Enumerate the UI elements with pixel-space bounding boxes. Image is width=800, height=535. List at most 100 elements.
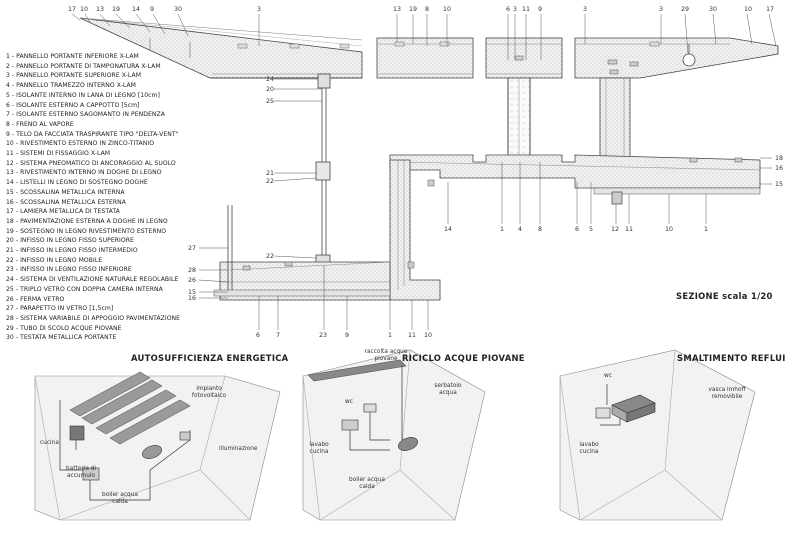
callout-number: 21 (266, 170, 275, 177)
callout-number: 14 (132, 6, 141, 13)
legend-item: 6 - ISOLANTE ESTERNO A CAPPOTTO [5cm] (6, 101, 140, 109)
callout-number: 14 (444, 226, 453, 233)
callout-number: 10 (744, 6, 753, 13)
callout-number: 6 (506, 6, 511, 13)
diagram-label: wc (604, 373, 612, 379)
callout-number: 13 (96, 6, 105, 13)
panel-rainwater (302, 349, 486, 521)
diagram-label: cucina (40, 440, 59, 446)
legend-item: 30 - TESTATA METALLICA PORTANTE (6, 334, 117, 342)
callout-number: 15 (775, 181, 784, 188)
diagram-label: serbatoio acqua (434, 383, 462, 396)
callout-number: 11 (408, 332, 417, 339)
callout-number: 8 (538, 226, 543, 233)
panel-title-energy: AUTOSUFFICIENZA ENERGETICA (131, 353, 289, 363)
legend-item: 19 - SOSTEGNO IN LEGNO RIVESTIMENTO ESTE… (6, 227, 167, 235)
roof-left (79, 17, 363, 79)
diagram-label: impianto fotovoltaico (191, 386, 227, 399)
legend-list: 1 - PANNELLO PORTANTE INFERIORE X-LAM 2 … (6, 52, 206, 343)
diagram-label: lavabo cucina (579, 442, 599, 455)
roof-right (574, 37, 779, 79)
callout-number: 15 (188, 289, 197, 296)
diagram-label: batteria di accumulo (65, 466, 97, 479)
callout-number: 1 (704, 226, 709, 233)
callout-number: 13 (393, 6, 402, 13)
callout-number: 10 (665, 226, 674, 233)
section-drawing (79, 17, 779, 301)
legend-item: 3 - PANNELLO PORTANTE SUPERIORE X-LAM (6, 72, 142, 80)
callout-number: 9 (150, 6, 155, 13)
legend-item: 20 - INFISSO IN LEGNO FISSO SUPERIORE (6, 237, 134, 245)
callout-number: 22 (266, 253, 275, 260)
window-assembly (315, 73, 331, 266)
wall-right-core (599, 61, 639, 163)
diagram-label: illuminazione (219, 446, 258, 452)
callout-number: 24 (266, 76, 275, 83)
legend-item: 26 - FERMA VETRO (6, 295, 65, 303)
diagram-label: raccolta acque piovane (364, 349, 408, 362)
callout-number: 30 (174, 6, 183, 13)
legend-item: 4 - PANNELLO TRAMEZZO INTERNO X-LAM (6, 82, 136, 90)
panel-waste (559, 349, 756, 521)
legend-item: 18 - PAVIMENTAZIONE ESTERNA A DOGHE IN L… (6, 217, 168, 225)
legend-item: 15 - SCOSSALINA METALLICA INTERNA (6, 188, 125, 196)
callout-number: 9 (538, 6, 543, 13)
callout-number: 6 (575, 226, 580, 233)
callout-number: 1 (500, 226, 505, 233)
legend-item: 13 - RIVESTIMENTO INTERNO IN DOGHE DI LE… (6, 169, 162, 177)
callout-number: 27 (188, 245, 197, 252)
diagram-label: vasca imhoff removibile (708, 387, 746, 400)
legend-item: 1 - PANNELLO PORTANTE INFERIORE X-LAM (6, 53, 139, 60)
panel-title-rainwater: RICICLO ACQUE PIOVANE (402, 353, 525, 363)
callout-number: 19 (112, 6, 121, 13)
legend-item: 14 - LISTELLI IN LEGNO DI SOSTEGNO DOGHE (6, 179, 148, 187)
legend-item: 8 - FRENO AL VAPORE (6, 120, 74, 128)
callout-number: 11 (625, 226, 634, 233)
callout-number: 18 (775, 155, 784, 162)
diagram-label: boiler acqua calda (102, 492, 138, 505)
legend-item: 21 - INFISSO IN LEGNO FISSO INTERMEDIO (6, 247, 138, 255)
callout-number: 28 (188, 267, 197, 274)
diagram-label: wc (345, 399, 353, 405)
callout-number: 29 (681, 6, 690, 13)
callout-number: 17 (68, 6, 77, 13)
legend-item: 23 - INFISSO IN LEGNO FISSO INFERIORE (6, 266, 132, 274)
callout-number: 4 (518, 226, 523, 233)
roof-right-middle (485, 37, 563, 163)
legend-item: 10 - RIVESTIMENTO ESTERNO IN ZINCO-TITAN… (6, 140, 155, 148)
legend-item: 27 - PARAPETTO IN VETRO [1,5cm] (6, 305, 114, 313)
legend-item: 24 - SISTEMA DI VENTILAZIONE NATURALE RE… (6, 276, 179, 284)
callout-number: 1 (388, 332, 393, 339)
panel-title-waste: SMALTIMENTO REFLUI (677, 353, 786, 363)
diagram-label: lavabo cucina (309, 442, 329, 455)
callout-number: 30 (709, 6, 718, 13)
callout-number: 26 (188, 277, 197, 284)
callout-number: 20 (266, 86, 275, 93)
legend-item: 7 - ISOLANTE ESTERNO SAGOMANTO IN PENDEN… (6, 111, 165, 119)
callout-number: 22 (266, 178, 275, 185)
floor-mid (389, 154, 761, 205)
roof-middle (376, 37, 474, 79)
legend-item: 5 - ISOLANTE INTERNO IN LANA DI LEGNO [1… (6, 91, 160, 99)
legend-item: 12 - SISTEMA PNEOMATICO DI ANCORAGGIO AL… (6, 159, 176, 167)
callout-number: 5 (589, 226, 594, 233)
legend-item: 2 - PANNELLO PORTANTE DI TAMPONATURA X-L… (6, 62, 161, 70)
legend-item: 17 - LAMIERA METALLICA DI TESTATA (6, 208, 120, 216)
callout-number: 10 (80, 6, 89, 13)
legend-item: 22 - INFISSO IN LEGNO MOBILE (6, 256, 103, 264)
callout-number: 3 (513, 6, 518, 13)
callout-number: 10 (424, 332, 433, 339)
callout-leaders (71, 13, 777, 330)
legend-item: 9 - TELO DA FACCIATA TRASPIRANTE TIPO "D… (6, 130, 179, 138)
section-title: SEZIONE scala 1/20 (676, 291, 773, 301)
panel-energy (34, 371, 281, 521)
callout-number: 7 (276, 332, 281, 339)
callout-number: 19 (409, 6, 418, 13)
callout-number: 23 (319, 332, 328, 339)
callout-number: 3 (583, 6, 588, 13)
legend-item: 29 - TUBO DI SCOLO ACQUE PIOVANE (6, 324, 122, 332)
floor-lower (213, 205, 391, 301)
callout-number: 3 (257, 6, 262, 13)
legend-item: 28 - SISTEMA VARIABILE DI APPOGGIO PAVIM… (6, 314, 181, 322)
